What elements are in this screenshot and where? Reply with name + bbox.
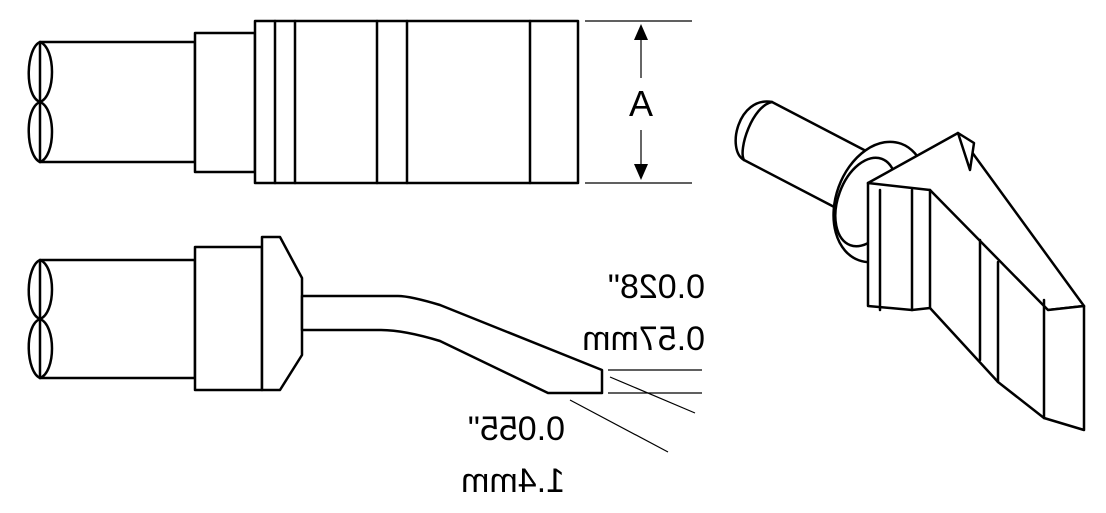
- side-shaft: [27, 258, 197, 380]
- dimension-a-label: A: [629, 83, 653, 124]
- isometric-view: [734, 100, 1086, 432]
- side-view: 0.028" 0.57mm 0.055" 1.4mm: [27, 235, 705, 500]
- top-view: A: [27, 19, 692, 185]
- side-flange: [260, 235, 304, 392]
- thickness-mm-label: 0.57mm: [582, 320, 705, 358]
- thickness-dimension: 0.028" 0.57mm: [582, 268, 705, 358]
- top-blade: [253, 19, 580, 185]
- width-dimension: 0.055" 1.4mm: [461, 410, 565, 500]
- top-collar: [193, 31, 257, 174]
- top-blade-grooves: [273, 19, 532, 185]
- thickness-extension-lines: [608, 369, 702, 414]
- width-mm-label: 1.4mm: [461, 462, 565, 500]
- side-blade: [300, 294, 604, 395]
- top-shaft: [27, 40, 197, 164]
- width-leader-line: [569, 399, 669, 453]
- iso-shaft: [734, 100, 870, 212]
- side-collar: [193, 245, 264, 392]
- thickness-inch-label: 0.028": [608, 268, 705, 306]
- width-inch-label: 0.055": [468, 410, 565, 448]
- dimension-a: A: [585, 20, 692, 184]
- iso-blade: [866, 131, 1086, 432]
